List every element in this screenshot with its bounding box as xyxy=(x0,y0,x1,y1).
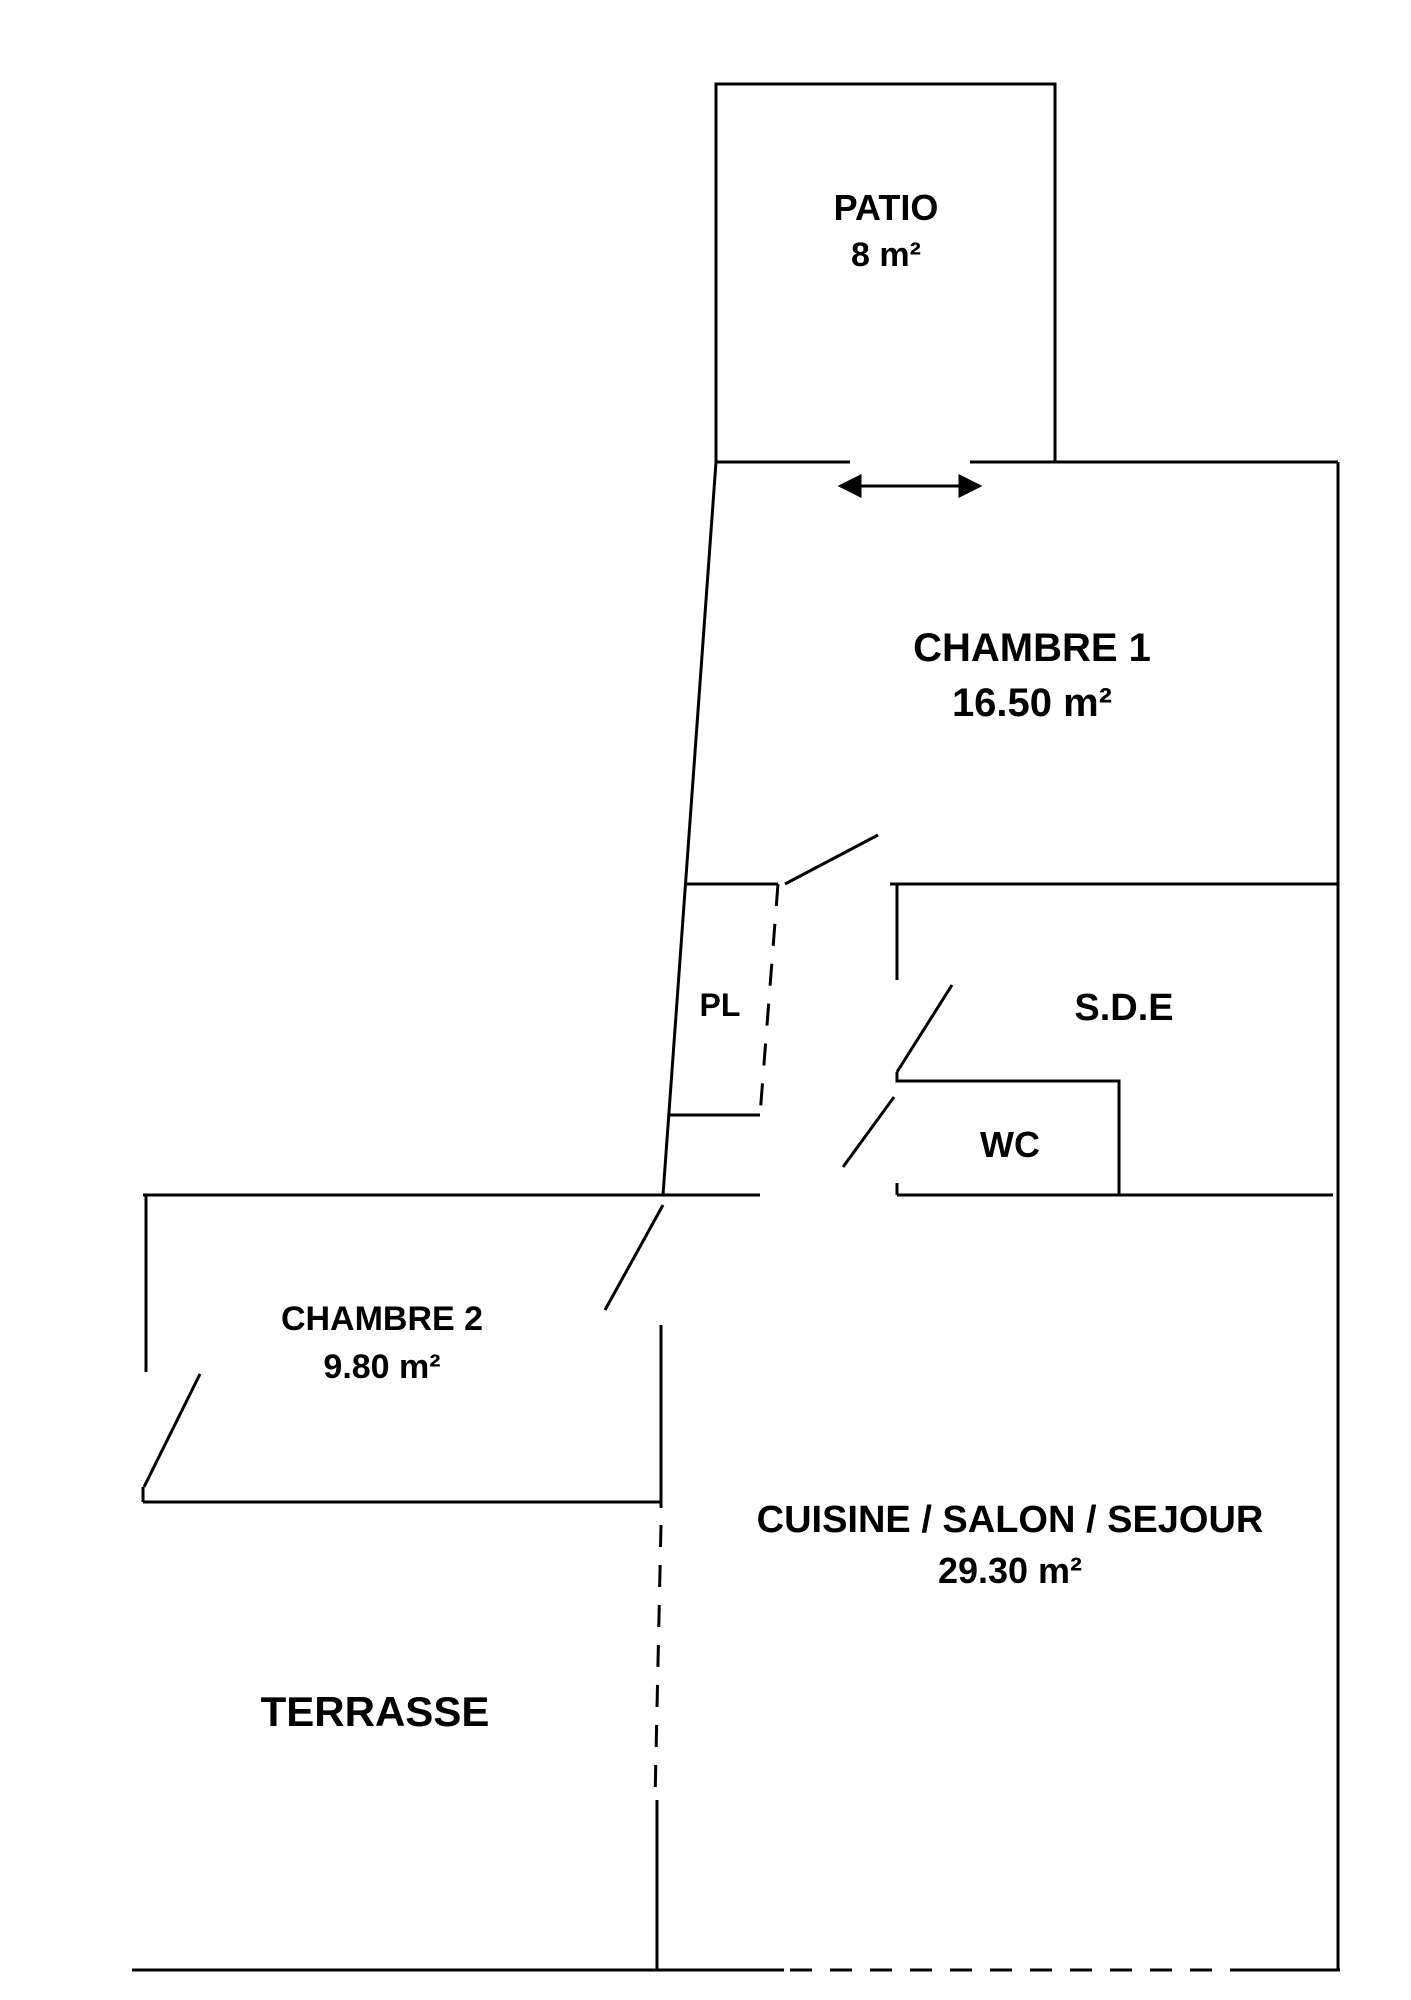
chambre-2-area: 9.80 m² xyxy=(323,1348,440,1386)
wc-room: WC xyxy=(841,1072,1121,1195)
chambre-1-label: CHAMBRE 1 xyxy=(913,626,1151,670)
sde-label: S.D.E xyxy=(1074,987,1173,1029)
wc-label: WC xyxy=(980,1124,1040,1165)
pl-label: PL xyxy=(700,987,741,1023)
sde-room: S.D.E xyxy=(895,884,1174,1073)
chambre-2-room: CHAMBRE 2 9.80 m² xyxy=(141,1195,665,1508)
chambre-1-area: 16.50 m² xyxy=(952,681,1112,725)
patio-area: 8 m² xyxy=(851,236,921,274)
terrasse-area: TERRASSE xyxy=(132,1688,784,1972)
pl-room: PL xyxy=(670,882,780,1117)
sejour-room: CUISINE / SALON / SEJOUR 29.30 m² xyxy=(653,1499,1340,1972)
terrasse-label: TERRASSE xyxy=(261,1688,490,1735)
sejour-label: CUISINE / SALON / SEJOUR xyxy=(757,1499,1264,1541)
chambre-2-label: CHAMBRE 2 xyxy=(281,1300,483,1338)
patio-label: PATIO xyxy=(834,187,939,228)
sejour-area: 29.30 m² xyxy=(938,1550,1082,1591)
chambre-1-room: CHAMBRE 1 16.50 m² xyxy=(661,460,1340,1970)
patio-room: PATIO 8 m² xyxy=(714,82,1057,462)
